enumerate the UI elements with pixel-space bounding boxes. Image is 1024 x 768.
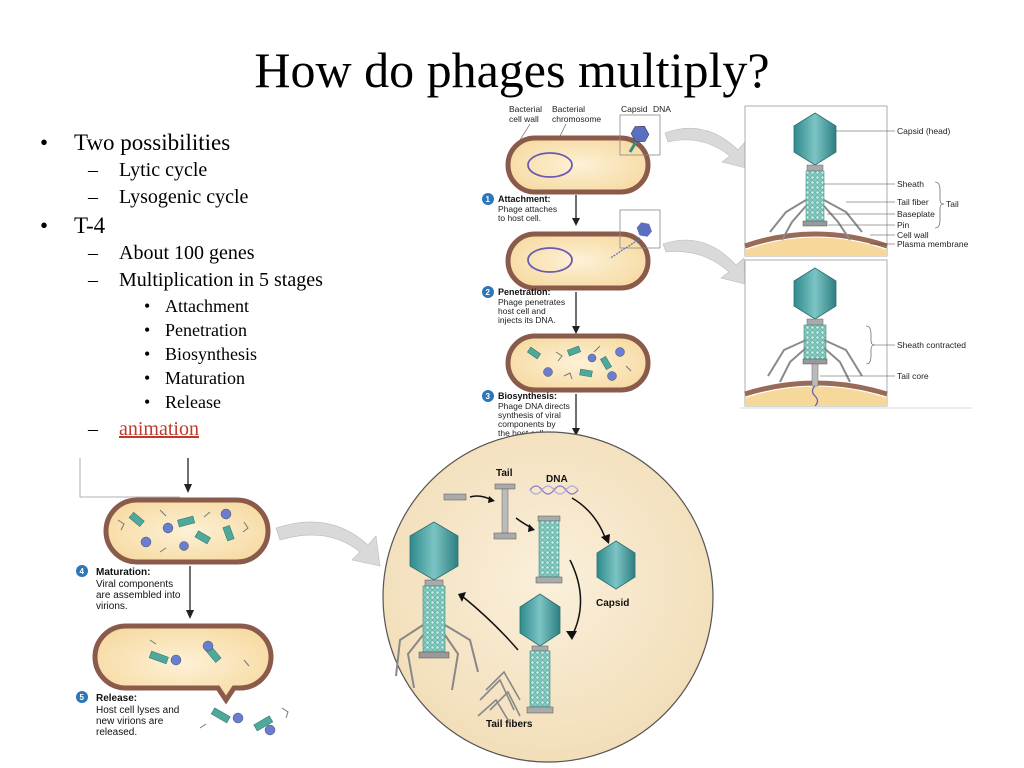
step-1-line-2: to host cell. xyxy=(498,213,541,223)
label-assembly-tail: Tail xyxy=(496,468,513,479)
bacterial-cell-5-lysed xyxy=(92,623,274,705)
arrow-to-assembly xyxy=(275,521,381,567)
tail-core-icon xyxy=(811,363,819,387)
step-4-title: Maturation: xyxy=(96,567,150,578)
label-sheath-contracted: Sheath contracted xyxy=(897,340,966,350)
step-2-number: 2 xyxy=(486,288,491,297)
sub-bullet-animation: animation xyxy=(40,416,323,443)
step-5-title: Release: xyxy=(96,693,137,704)
bullet-list: Two possibilities Lytic cycle Lysogenic … xyxy=(40,128,323,443)
step-2-line-1: Phage penetrates xyxy=(498,297,565,307)
label-dna: DNA xyxy=(653,104,671,114)
label-tail-fiber: Tail fiber xyxy=(897,197,929,207)
label-sheath: Sheath xyxy=(897,179,924,189)
label-tail-core: Tail core xyxy=(897,371,929,381)
step-3-line-2: synthesis of viral xyxy=(498,410,561,420)
step-3-title: Biosynthesis: xyxy=(498,391,557,401)
label-pin: Pin xyxy=(897,220,910,230)
label-bacterial: Bacterial xyxy=(509,104,542,114)
step-2-line-2: host cell and xyxy=(498,306,546,316)
stage-biosynthesis: Biosynthesis xyxy=(40,342,323,366)
tail-sheath-icon xyxy=(805,170,825,222)
step-5-number: 5 xyxy=(80,693,85,702)
step-4-number: 4 xyxy=(80,567,85,576)
label-plasma-membrane: Plasma membrane xyxy=(897,239,969,249)
bacterial-cell-2 xyxy=(505,231,651,291)
step-1-title: Attachment: xyxy=(498,194,551,204)
animation-link[interactable]: animation xyxy=(119,418,199,440)
label-assembly-capsid: Capsid xyxy=(596,598,629,609)
step-3-line-4: the host cell. xyxy=(498,428,546,438)
step-2-line-3: injects its DNA. xyxy=(498,315,556,325)
label-bacterial-2: Bacterial xyxy=(552,104,585,114)
slide-title: How do phages multiply? xyxy=(254,42,770,98)
sheath-contracted-icon xyxy=(803,324,827,360)
sub-bullet-lysogenic: Lysogenic cycle xyxy=(40,184,323,211)
bacterial-cell-1 xyxy=(505,135,651,195)
label-capsid-head: Capsid (head) xyxy=(897,126,951,136)
label-baseplate: Baseplate xyxy=(897,209,935,219)
step-5-line-1: Host cell lyses and xyxy=(96,705,179,716)
step-3-number: 3 xyxy=(486,392,491,401)
label-chromosome: chromosome xyxy=(552,114,601,124)
step-4-line-3: virions. xyxy=(96,601,128,612)
label-cell-wall: cell wall xyxy=(509,114,539,124)
step-1-number: 1 xyxy=(486,195,491,204)
step-4-line-2: are assembled into xyxy=(96,590,181,601)
sub-bullet-lytic: Lytic cycle xyxy=(40,157,323,184)
label-tail: Tail xyxy=(946,199,959,209)
sub-bullet-stages: Multiplication in 5 stages xyxy=(40,267,323,294)
arrow-to-detail-1 xyxy=(664,127,747,169)
step-5-line-2: new virions are xyxy=(96,716,164,727)
assembly-capsid-icon xyxy=(596,540,636,590)
label-cell-wall: Cell wall xyxy=(897,230,929,240)
step-1-line-1: Phage attaches xyxy=(498,204,557,214)
stage-attachment: Attachment xyxy=(40,294,323,318)
bullet-two-possibilities: Two possibilities xyxy=(40,128,323,157)
stage-penetration: Penetration xyxy=(40,318,323,342)
bacterial-cell-3 xyxy=(505,333,651,393)
sub-bullet-genes: About 100 genes xyxy=(40,240,323,267)
assembly-diagram xyxy=(382,431,714,763)
arrow-to-detail-2 xyxy=(662,239,746,285)
chromosome-icon xyxy=(527,152,573,178)
stage-maturation: Maturation xyxy=(40,366,323,390)
label-assembly-tail-fibers: Tail fibers xyxy=(486,719,533,730)
bullet-t4: T-4 xyxy=(40,211,323,240)
step-5-line-3: released. xyxy=(96,727,137,738)
label-assembly-dna: DNA xyxy=(546,474,568,485)
step-3-line-1: Phage DNA directs xyxy=(498,401,570,411)
step-3-line-3: components by xyxy=(498,419,556,429)
step-2-title: Penetration: xyxy=(498,287,551,297)
label-capsid: Capsid xyxy=(621,104,648,114)
step-1-badge xyxy=(482,193,494,205)
stage-release: Release xyxy=(40,390,323,414)
step-4-line-1: Viral components xyxy=(96,579,173,590)
